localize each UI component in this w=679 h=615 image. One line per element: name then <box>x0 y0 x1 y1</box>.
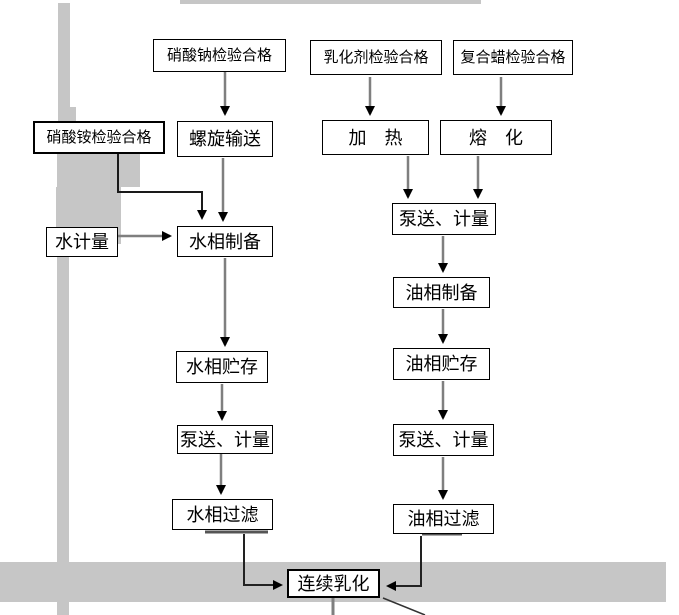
node-sodium-nitrate-inspection: 硝酸钠检验合格 <box>153 39 286 72</box>
connector-emulsification-diagonal <box>382 597 426 615</box>
gray-top-bar <box>180 0 481 4</box>
node-oil-phase-storage: 油相贮存 <box>393 348 490 380</box>
node-water-phase-filtration: 水相过滤 <box>172 499 273 530</box>
node-water-phase-storage: 水相贮存 <box>176 351 268 383</box>
node-oil-pump-metering-top: 泵送、计量 <box>392 203 496 235</box>
node-melting: 熔 化 <box>440 120 552 155</box>
node-emulsifier-inspection: 乳化剂检验合格 <box>310 40 442 75</box>
node-screw-conveying: 螺旋输送 <box>177 121 273 157</box>
node-water-pump-metering: 泵送、计量 <box>177 425 273 454</box>
gray-left-strip-step <box>58 107 76 123</box>
node-oil-phase-filtration: 油相过滤 <box>393 504 494 534</box>
node-composite-wax-inspection: 复合蜡检验合格 <box>453 40 573 75</box>
node-ammonium-nitrate-inspection: 硝酸铵检验合格 <box>33 121 165 154</box>
connector-ammonium-to-water-prep <box>117 154 207 220</box>
node-water-metering: 水计量 <box>46 227 118 257</box>
node-heating: 加 热 <box>322 120 429 155</box>
node-continuous-emulsification: 连续乳化 <box>287 569 380 598</box>
node-oil-phase-preparation: 油相制备 <box>393 277 490 308</box>
gray-left-strip-top <box>58 3 70 107</box>
connector-oil-filter-to-emulsification <box>386 536 422 591</box>
node-water-phase-preparation: 水相制备 <box>177 226 273 257</box>
node-oil-pump-metering-bottom: 泵送、计量 <box>393 424 494 456</box>
connector-water-filter-to-emulsification <box>243 534 283 590</box>
gray-left-strip-bottom <box>57 244 69 615</box>
